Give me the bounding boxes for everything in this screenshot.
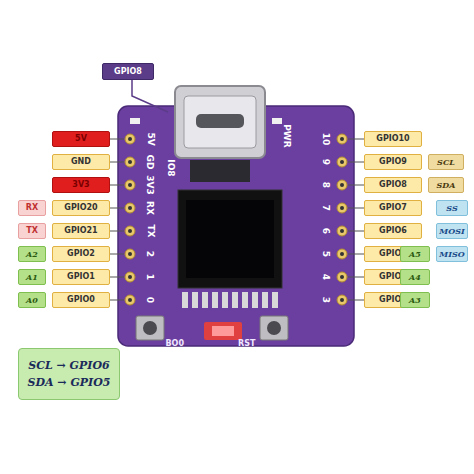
tag-text: MISO: [437, 250, 466, 258]
tag-text: GPIO9: [377, 158, 409, 166]
pin-tag: TX: [18, 223, 46, 239]
silkscreen-label: 9: [321, 159, 331, 165]
pin-tag: MISO: [436, 246, 468, 262]
pin-tag: GPIO0: [52, 292, 110, 308]
pin-tag: GPIO7: [364, 200, 422, 216]
pin-tag: SCL: [428, 154, 464, 170]
pin-tag: GND: [52, 154, 110, 170]
silkscreen-label: BO0: [166, 339, 184, 348]
pin-tag: GPIO21: [52, 223, 110, 239]
tag-text: A0: [24, 296, 40, 304]
tag-text: SCL → GPIO6: [26, 360, 111, 371]
tag-text: GPIO6: [377, 227, 409, 235]
silkscreen-label: 4: [321, 274, 331, 280]
pin-tag: GPIO6: [364, 223, 422, 239]
tag-text: A2: [24, 250, 40, 258]
pin-tag: GPIO10: [364, 131, 422, 147]
tag-text: 3V3: [70, 181, 91, 189]
pin-tag: A4: [400, 269, 430, 285]
tag-text: TX: [24, 227, 40, 235]
silkscreen-label: 7: [321, 205, 331, 211]
silkscreen-label: 2: [145, 251, 155, 257]
pin-tag: A5: [400, 246, 430, 262]
pin-tag: GPIO2: [52, 246, 110, 262]
silkscreen-label: 3: [321, 297, 331, 303]
tag-text: GPIO8: [112, 68, 144, 76]
tag-text: GPIO8: [377, 181, 409, 189]
pin-tag: GPIO9: [364, 154, 422, 170]
silkscreen-label: 5: [321, 251, 331, 257]
silkscreen-label: PWR: [281, 124, 291, 147]
tag-text: SCL: [435, 158, 457, 166]
tag-text: RX: [24, 204, 40, 212]
tag-text: GPIO7: [377, 204, 409, 212]
pin-tag: MOSI: [436, 223, 468, 239]
tag-text: GPIO10: [374, 135, 411, 143]
pin-tag: GPIO8: [364, 177, 422, 193]
silkscreen-label: 5V: [145, 132, 155, 145]
tag-text: GPIO21: [62, 227, 99, 235]
tag-text: SDA → GPIO5: [26, 377, 113, 388]
tag-text: 5V: [73, 135, 89, 143]
silkscreen-label: TX: [145, 224, 155, 237]
silkscreen-label: RST: [238, 339, 255, 348]
tag-text: A3: [407, 296, 423, 304]
silkscreen-label: 6: [321, 228, 331, 234]
pin-tag: A1: [18, 269, 46, 285]
tag-text: MOSI: [437, 227, 466, 235]
note-box: SCL → GPIO6SDA → GPIO5: [18, 348, 120, 400]
tag-text: GPIO1: [65, 273, 97, 281]
tag-text: A5: [407, 250, 423, 258]
pin-tag: GPIO20: [52, 200, 110, 216]
silkscreen-label: RX: [145, 201, 155, 215]
silkscreen-label: GD: [145, 155, 155, 170]
tag-text: A1: [24, 273, 40, 281]
tag-text: SDA: [435, 181, 458, 189]
silkscreen-label: 8: [321, 182, 331, 188]
pin-tag: 5V: [52, 131, 110, 147]
pin-tag: SS: [436, 200, 468, 216]
pin-tag: A2: [18, 246, 46, 262]
silkscreen-label: IO8: [165, 159, 175, 176]
pin-tag: RX: [18, 200, 46, 216]
tag-text: GPIO2: [65, 250, 97, 258]
tag-text: GPIO0: [65, 296, 97, 304]
pin-tag: GPIO8: [102, 63, 154, 80]
pin-tag: 3V3: [52, 177, 110, 193]
tag-text: GPIO20: [62, 204, 99, 212]
tag-text: SS: [444, 204, 459, 212]
silkscreen-label: 0: [145, 297, 155, 303]
pin-tag: A0: [18, 292, 46, 308]
pin-tag: A3: [400, 292, 430, 308]
tag-text: A4: [407, 273, 423, 281]
pin-tag: SDA: [428, 177, 464, 193]
silkscreen-label: 1: [145, 274, 155, 280]
silkscreen-label: 3V3: [145, 175, 155, 195]
silkscreen-label: 10: [321, 133, 331, 146]
pin-tag: GPIO1: [52, 269, 110, 285]
tag-text: GND: [69, 158, 93, 166]
